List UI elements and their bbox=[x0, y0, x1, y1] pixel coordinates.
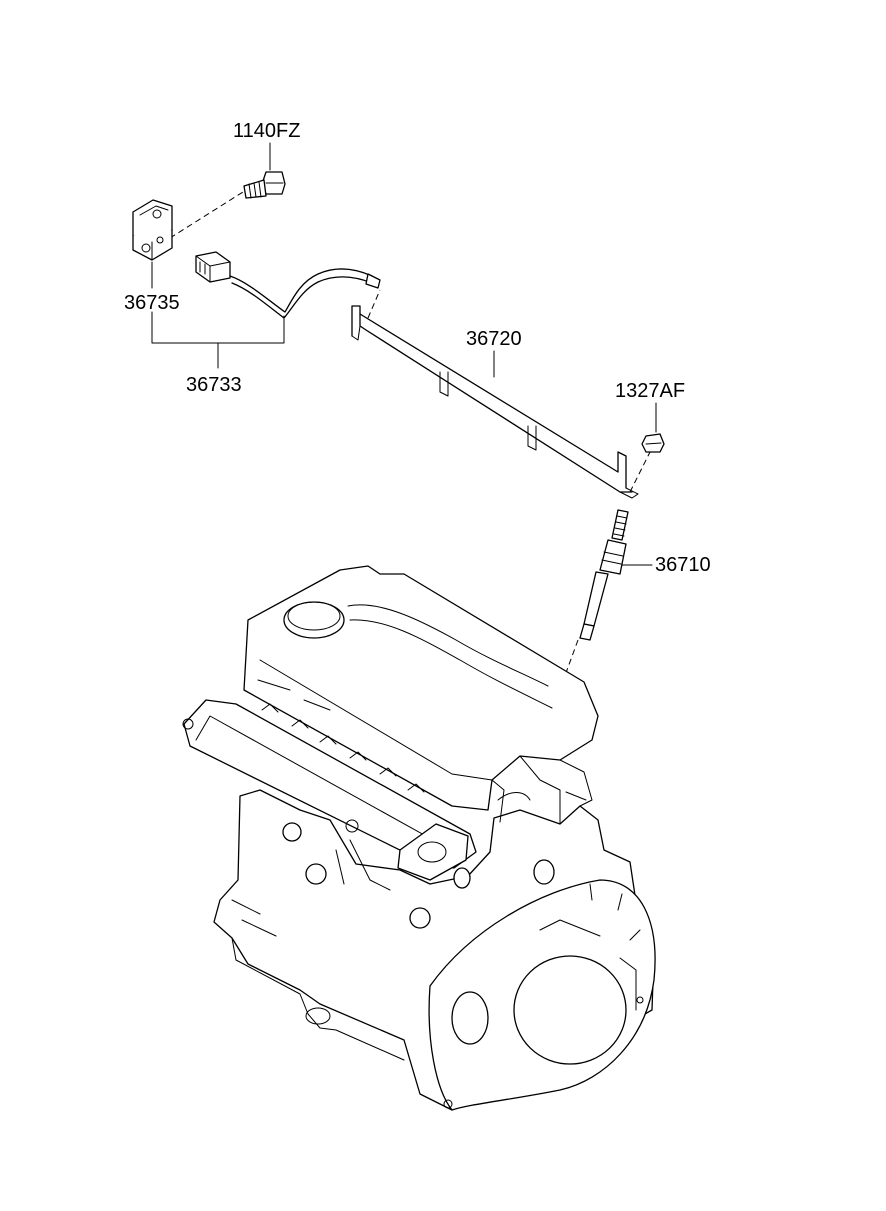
label-plate: 36720 bbox=[466, 328, 522, 350]
label-glow-plug: 36710 bbox=[655, 554, 711, 576]
label-bracket: 36735 bbox=[124, 292, 180, 314]
glow-plug-icon bbox=[579, 509, 629, 641]
nut-icon bbox=[641, 433, 665, 453]
bolt-icon bbox=[243, 171, 286, 199]
harness-icon bbox=[195, 251, 381, 319]
engine-block-illustration bbox=[182, 565, 656, 1111]
bracket-icon bbox=[132, 199, 173, 261]
label-harness: 36733 bbox=[186, 374, 242, 396]
label-bolt: 1140FZ bbox=[233, 120, 300, 142]
label-nut: 1327AF bbox=[615, 380, 685, 402]
connector-plate-icon bbox=[351, 305, 639, 499]
